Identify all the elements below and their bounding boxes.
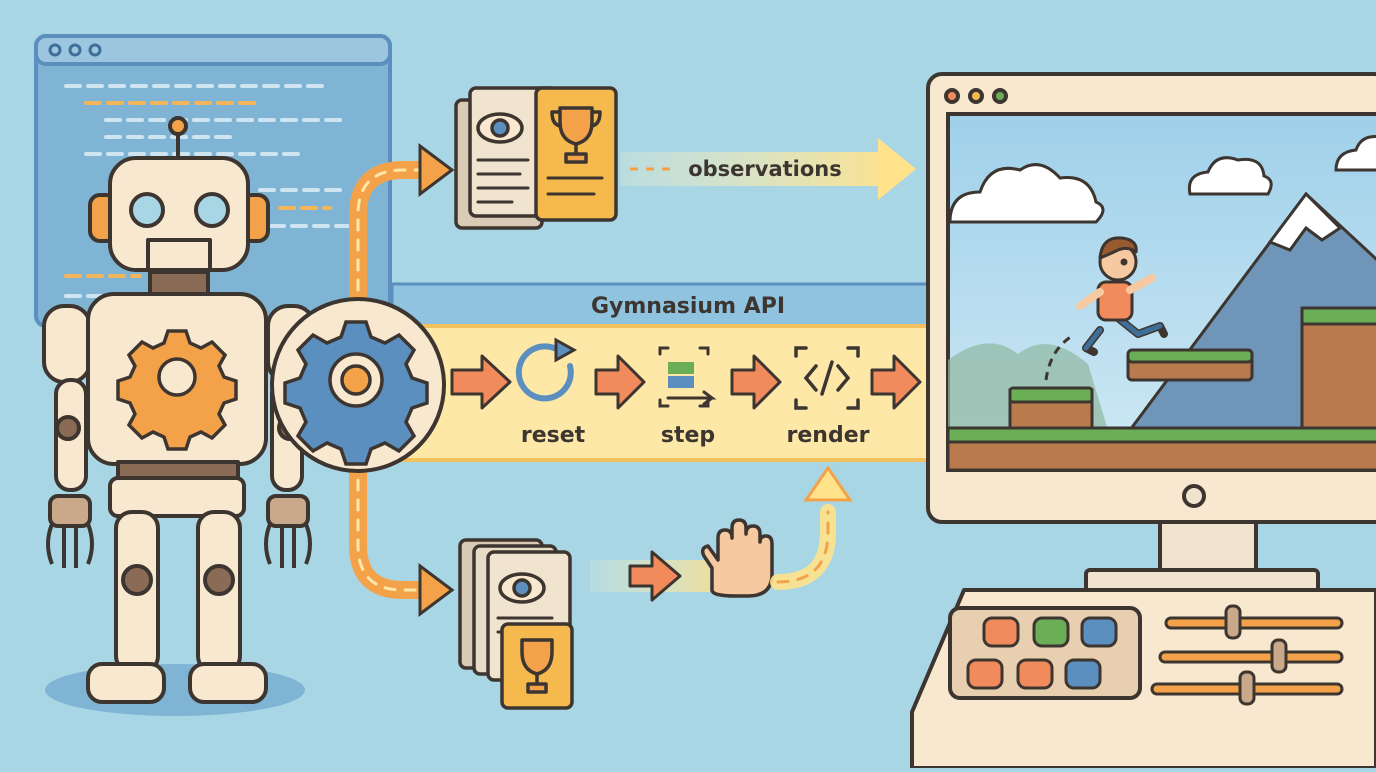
banner-title: Gymnasium API — [591, 294, 785, 319]
game-screen — [946, 112, 1376, 472]
gear-icon — [116, 329, 238, 451]
step-label-render: render — [787, 423, 870, 448]
observations-arrow — [620, 138, 916, 200]
step-icon — [658, 346, 717, 408]
desk-sliders — [1150, 604, 1344, 706]
flow-arrows — [349, 143, 455, 617]
step-label-step: step — [661, 423, 715, 448]
env-gear-icon — [270, 297, 446, 473]
hand-icon — [700, 518, 774, 598]
desk-buttons — [966, 616, 1118, 690]
code-render-icon — [794, 346, 860, 410]
observations-label: observations — [688, 157, 842, 181]
action-arrow — [590, 550, 710, 602]
step-label-reset: reset — [521, 423, 586, 448]
reset-icon — [515, 337, 578, 402]
trophy-card-bottom — [500, 622, 574, 710]
pipeline-arrows — [450, 354, 922, 410]
trophy-card-top — [534, 86, 618, 222]
player-character — [1076, 236, 1168, 356]
render-feedback-arrow — [770, 465, 853, 590]
